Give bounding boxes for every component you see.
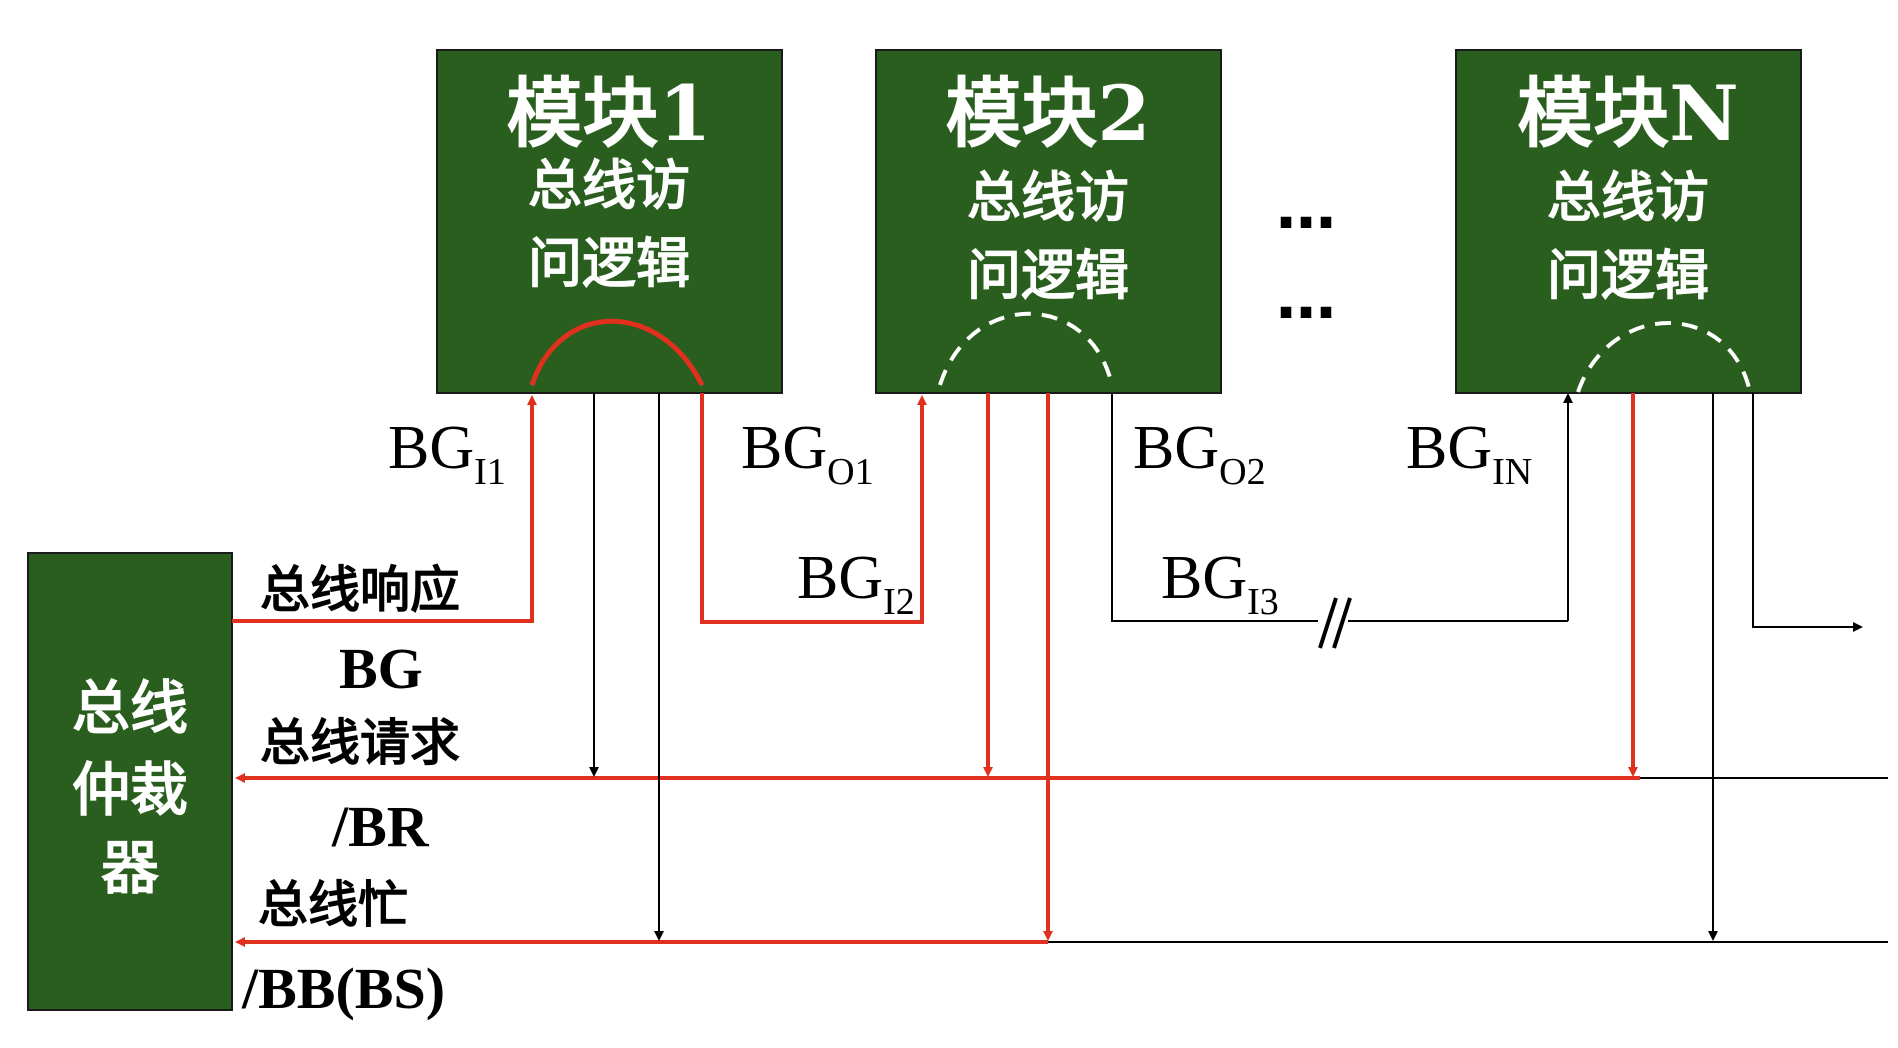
module-n-line1: 总线访 [1547, 166, 1709, 229]
module-1-line2: 问逻辑 [528, 232, 690, 295]
module-2-line1: 总线访 [967, 166, 1129, 229]
bus-arbiter-box [27, 552, 233, 1011]
label-bus-busy: 总线忙 [258, 876, 408, 934]
ellipsis-lower: … [1276, 263, 1336, 333]
label-bgin: BGIN [1406, 414, 1532, 493]
label-bus-request: 总线请求 [260, 714, 460, 772]
module-n: 模块N 总线访 问逻辑 [1455, 49, 1802, 394]
bus-arbiter: 总线 仲裁 器 [27, 552, 233, 1011]
chain-break-mark [1318, 597, 1352, 649]
bgon-output-arrow [1752, 393, 1863, 632]
bus-arbiter-line2: 仲裁 [72, 756, 188, 824]
module-1-title: 模块1 [507, 69, 712, 158]
module-2-line2: 问逻辑 [967, 244, 1129, 307]
module-1-box [436, 49, 783, 394]
module-n-chain-dashed [1576, 321, 1752, 393]
label-bgo2: BGO2 [1133, 414, 1266, 493]
label-bgi1: BGI1 [388, 414, 506, 493]
label-br: /BR [331, 794, 430, 859]
bus-arbiter-line3: 器 [101, 834, 160, 902]
label-bgi2: BGI2 [797, 544, 915, 623]
module-1-line1: 总线访 [528, 154, 690, 217]
bg-grant-to-module-1 [232, 395, 537, 623]
module-1-chain-active [529, 318, 705, 387]
module-n-title: 模块N [1517, 69, 1738, 158]
label-bgo1: BGO1 [741, 414, 874, 493]
bgo2-to-bgi3-link [1111, 393, 1318, 622]
module-1: 模块1 总线访 问逻辑 [436, 49, 783, 394]
ellipsis-upper: … [1276, 173, 1336, 243]
module-2-box [875, 49, 1222, 394]
module-n-box [1455, 49, 1802, 394]
label-bus-response: 总线响应 [260, 561, 460, 619]
label-bgi3: BGI3 [1161, 544, 1279, 623]
module-2: 模块2 总线访 问逻辑 [875, 49, 1222, 394]
label-bb: /BB(BS) [241, 956, 445, 1021]
bgo1-to-bgi2-link [700, 393, 927, 624]
bus-arbiter-line1: 总线 [72, 674, 188, 742]
module-2-title: 模块2 [946, 69, 1151, 158]
module-2-chain-dashed [938, 311, 1114, 386]
module-n-line2: 问逻辑 [1547, 244, 1709, 307]
label-bg: BG [339, 636, 423, 701]
